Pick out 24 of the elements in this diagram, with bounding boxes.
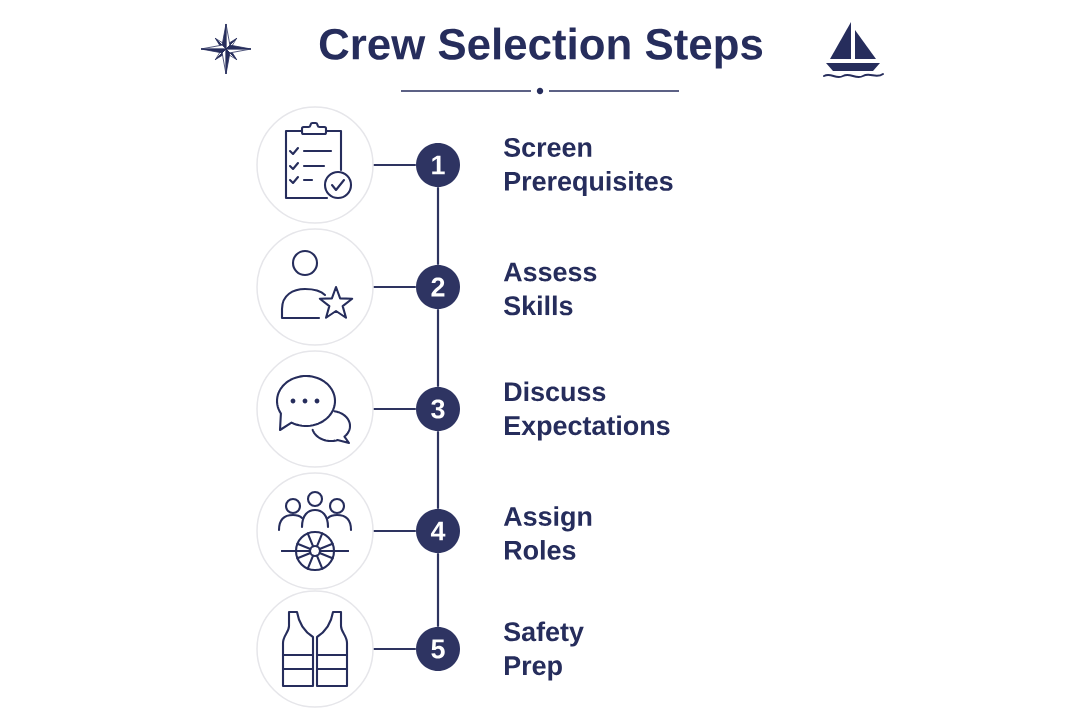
step-title: Assess Skills <box>503 262 597 316</box>
step-number: 3 <box>416 387 460 431</box>
step-title: Assign Roles <box>503 506 592 560</box>
title: Crew Selection Steps <box>319 27 763 69</box>
connector-line <box>373 163 416 167</box>
step-number: 5 <box>416 627 460 671</box>
connector-line <box>436 431 440 509</box>
connector-line <box>373 407 416 411</box>
step-number: 2 <box>416 265 460 309</box>
step-title: Safety Prep <box>504 621 584 681</box>
connector-line <box>436 187 440 265</box>
step-title: Screen Prerequisites <box>504 137 673 197</box>
icon-circle <box>256 590 374 708</box>
connector-line <box>373 647 416 651</box>
connector-line <box>436 309 440 387</box>
icon-circle <box>256 228 374 346</box>
connector-line <box>373 285 416 289</box>
step-number: 4 <box>416 509 460 553</box>
step-number: 1 <box>416 143 460 187</box>
step-title: Discuss Expectations <box>505 381 670 441</box>
connector-line <box>436 553 440 627</box>
icon-circle <box>256 106 374 224</box>
connector-line <box>373 529 416 533</box>
icon-circle <box>256 350 374 468</box>
